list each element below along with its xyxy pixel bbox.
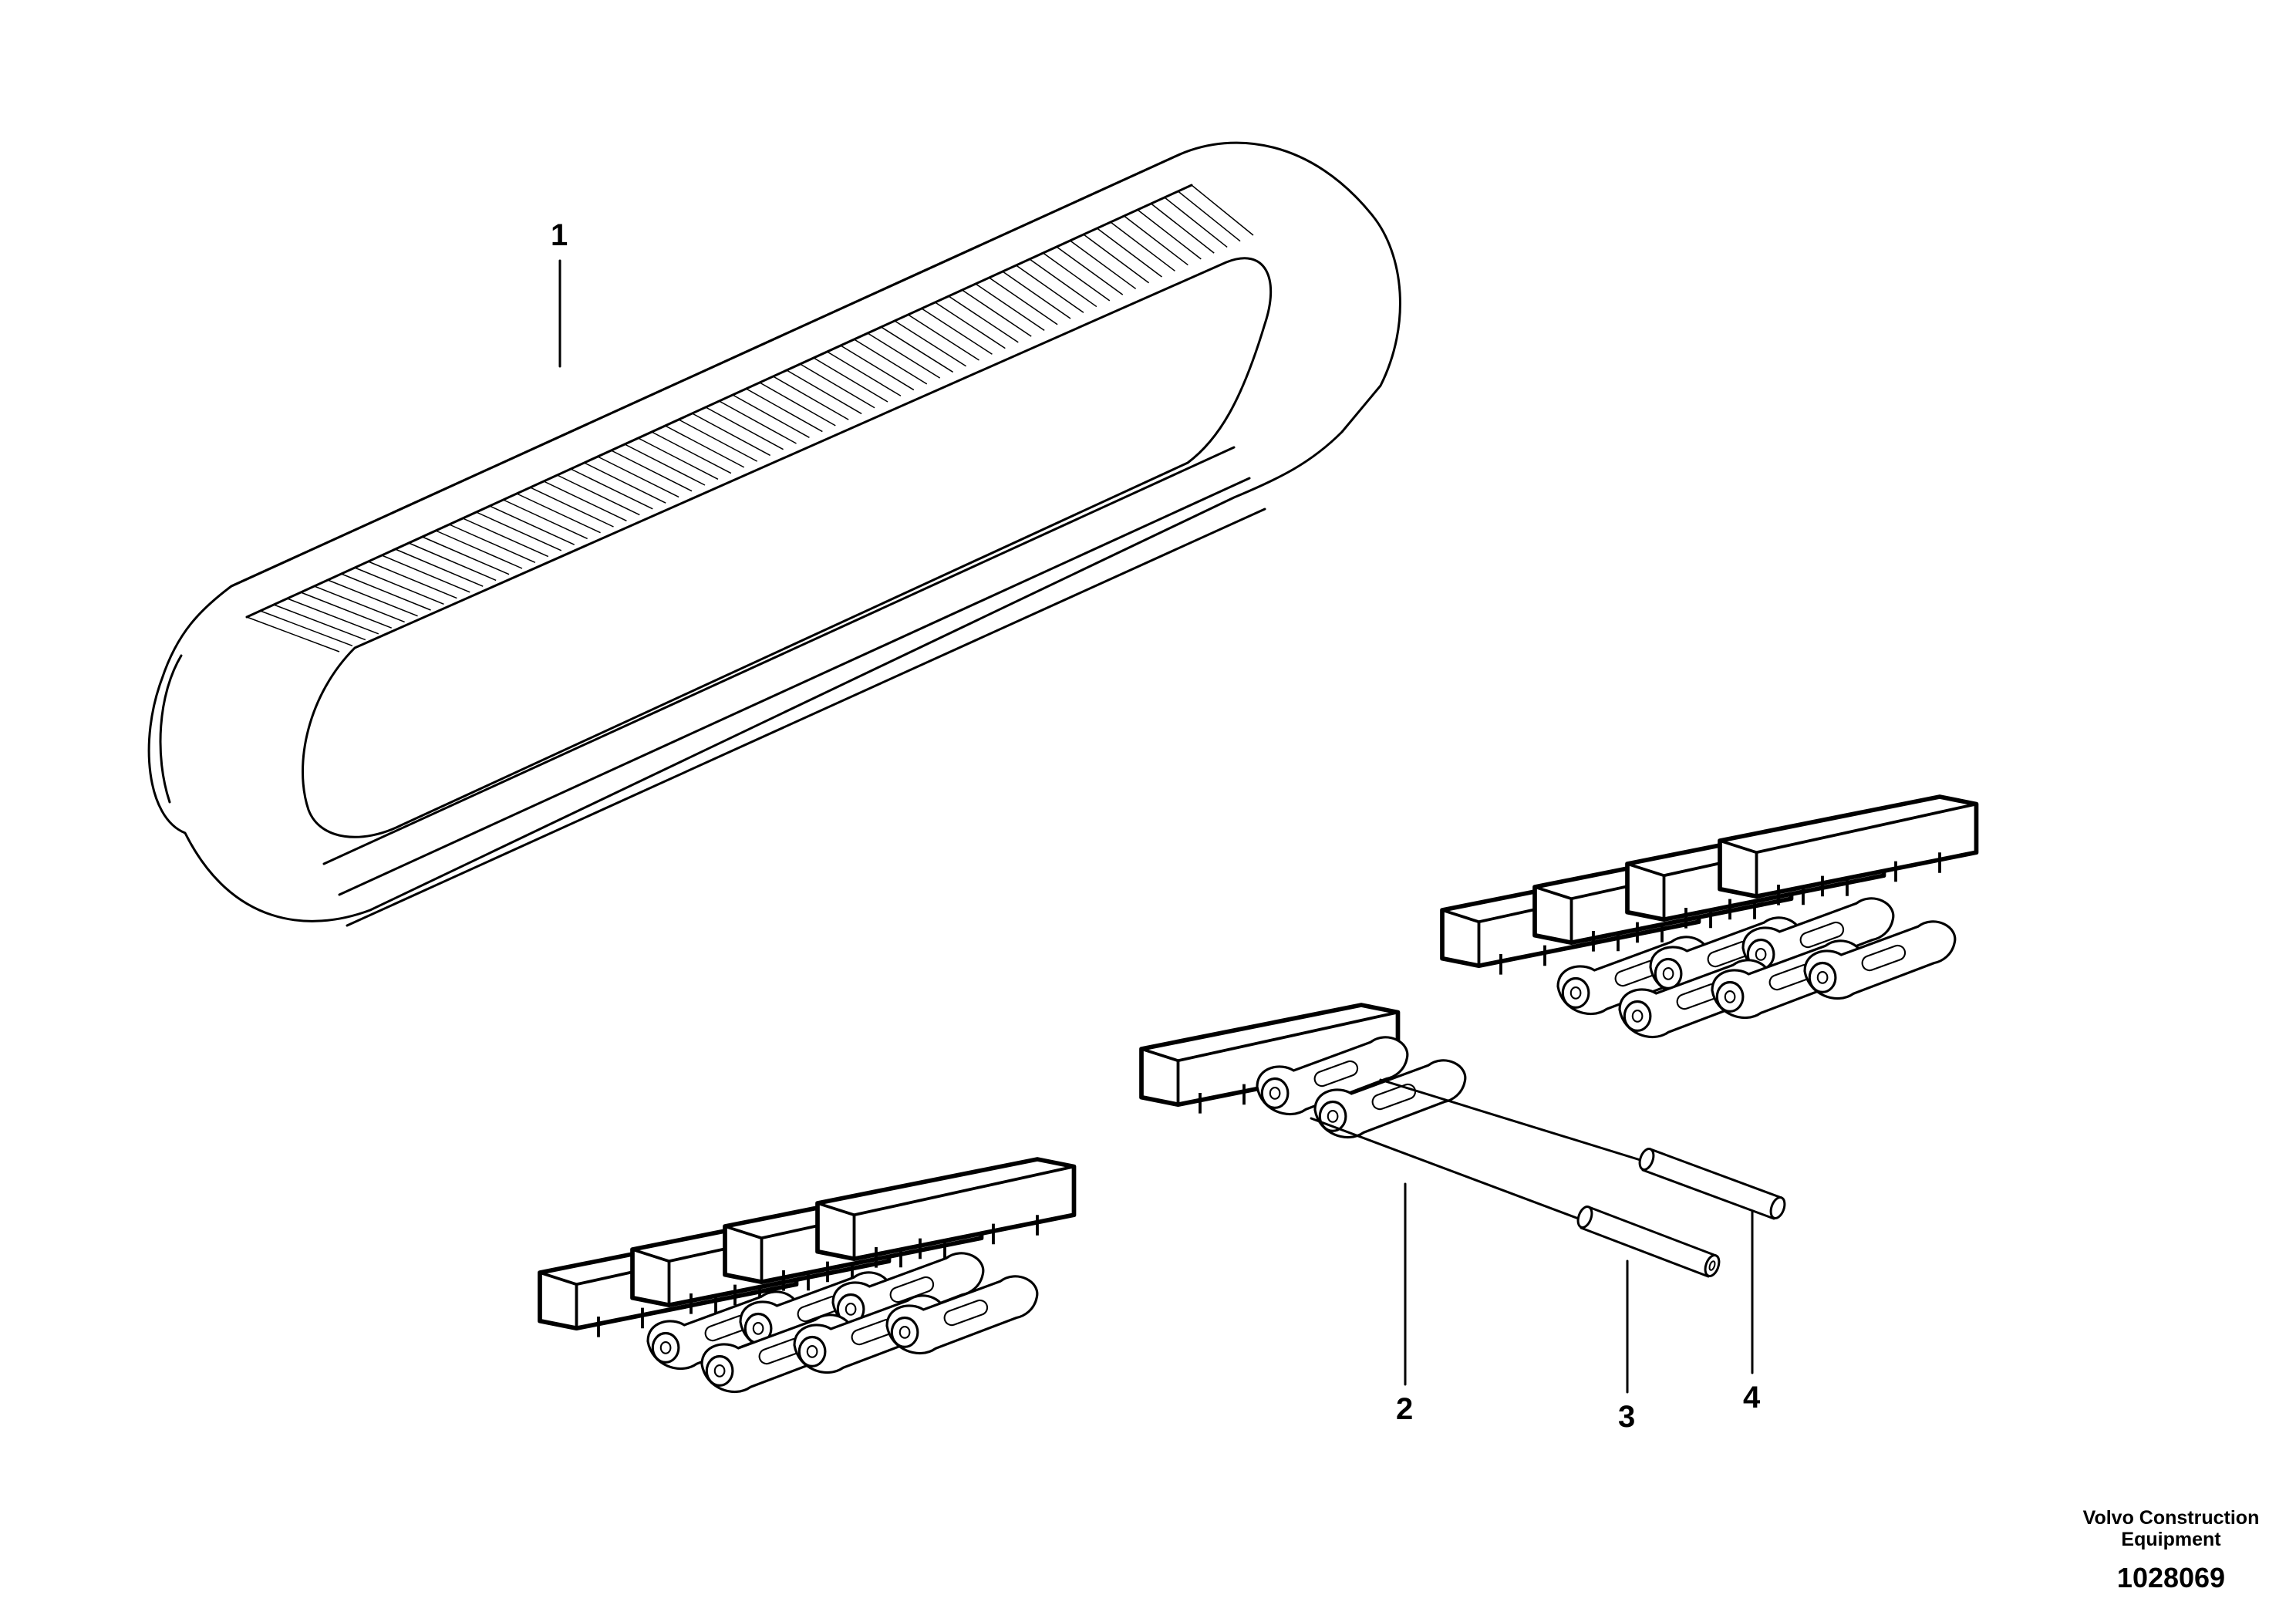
callout-1: 1: [551, 218, 568, 252]
track-grouser: [1178, 191, 1241, 242]
track-segment-long: [1442, 797, 1977, 1039]
track-grouser: [786, 369, 862, 415]
pin-axis-line-lower: [1310, 1117, 1590, 1224]
track-bushing-item-3: [1576, 1206, 1721, 1278]
track-grouser: [759, 382, 836, 427]
callout-3: 3: [1618, 1400, 1635, 1434]
track-grouser: [1151, 203, 1215, 254]
track-grouser: [975, 283, 1045, 332]
track-grouser: [1124, 215, 1188, 266]
track-grouser: [395, 548, 484, 587]
track-grouser: [813, 357, 888, 403]
track-grouser: [489, 505, 575, 545]
track-grouser: [894, 320, 966, 367]
track-grouser: [543, 481, 627, 521]
track-grouser: [260, 610, 353, 646]
single-track-shoe: [1141, 1005, 1467, 1139]
track-grouser: [462, 518, 549, 558]
track-grouser: [570, 468, 653, 510]
track-grouser: [1029, 258, 1097, 308]
track-grouser: [962, 289, 1032, 337]
track-grouser: [1083, 234, 1150, 284]
company-name-line1: Volvo Construction: [2083, 1507, 2260, 1529]
track-grouser: [908, 314, 979, 361]
track-grouser: [651, 431, 732, 474]
track-grouser: [584, 462, 666, 504]
track-grouser: [1164, 197, 1228, 248]
track-grouser: [1016, 265, 1084, 313]
document-number: 1028069: [2117, 1562, 2225, 1593]
track-grouser: [1056, 246, 1124, 295]
track-grouser: [503, 499, 588, 540]
track-grouser: [1110, 221, 1175, 271]
track-grouser: [1002, 271, 1071, 319]
track-grouser: [827, 351, 902, 396]
track-grouser: [287, 598, 379, 635]
track-grouser: [1137, 209, 1202, 260]
track-grouser: [719, 400, 797, 444]
track-grouser: [557, 474, 640, 516]
track-grouser: [597, 456, 679, 498]
track-grouser: [692, 413, 770, 457]
track-grouser: [732, 394, 810, 438]
track-grouser: [800, 363, 875, 409]
track-grouser: [300, 592, 392, 629]
track-grouser: [638, 437, 719, 480]
track-grouser: [341, 573, 431, 611]
track-grouser: [854, 339, 928, 385]
callout-2: 2: [1396, 1392, 1413, 1426]
track-grouser: [354, 567, 444, 605]
track-grouser: [408, 542, 497, 582]
track-grouser: [611, 450, 693, 492]
track-grouser: [1097, 228, 1162, 278]
track-grouser: [840, 345, 915, 391]
track-grouser: [449, 524, 536, 563]
track-grouser: [1191, 184, 1254, 236]
track-grouser: [773, 376, 849, 420]
track-grouser: [516, 493, 601, 534]
track-grouser: [422, 536, 510, 575]
pin-axis-line-upper: [1379, 1078, 1644, 1162]
track-pin-item-4: [1638, 1148, 1786, 1220]
track-grouser: [1070, 240, 1137, 290]
track-grouser: [1043, 252, 1111, 302]
track-grouser: [881, 326, 954, 373]
track-grouser: [381, 555, 470, 593]
company-name-line2: Equipment: [2121, 1529, 2221, 1550]
rubber-track-assembly: [147, 141, 1401, 927]
track-grouser: [435, 530, 523, 569]
callout-4: 4: [1743, 1381, 1761, 1415]
track-grouser: [530, 487, 614, 528]
track-grouser: [476, 511, 562, 551]
track-grouser: [314, 585, 405, 623]
track-grouser: [368, 561, 457, 599]
track-grouser: [935, 302, 1006, 349]
track-grouser: [246, 616, 340, 653]
track-grouser: [327, 579, 418, 617]
track-segment-short: [540, 1159, 1074, 1394]
track-grouser: [665, 425, 745, 468]
track-grouser: [678, 419, 758, 462]
track-grouser: [948, 295, 1019, 343]
track-grouser: [624, 443, 706, 486]
track-grouser: [746, 388, 823, 433]
track-grouser: [989, 277, 1058, 325]
track-grouser: [867, 332, 941, 379]
track-grouser: [273, 604, 366, 641]
track-grouser: [921, 308, 993, 355]
track-grouser: [705, 406, 784, 450]
